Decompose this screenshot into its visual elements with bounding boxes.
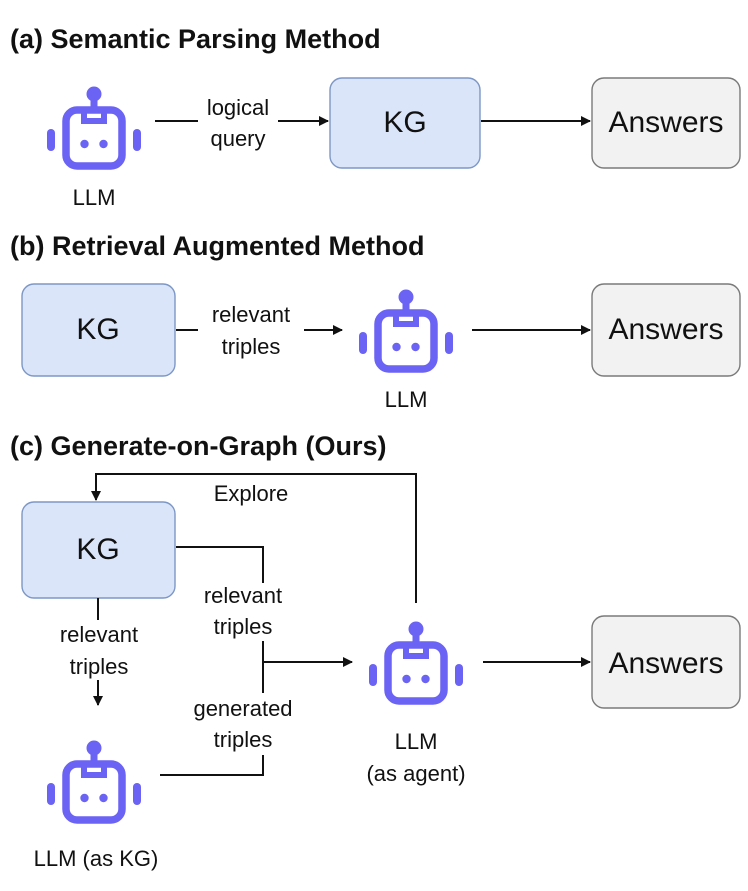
panel-b: (b) Retrieval Augmented Method KG releva…	[10, 231, 741, 412]
llm-agent-robot-icon	[369, 622, 463, 702]
kg-node: KG	[329, 77, 481, 169]
edge-label-bg	[190, 583, 296, 641]
answers-label: Answers	[608, 313, 723, 346]
kg-label: KG	[76, 313, 119, 346]
kg-node: KG	[21, 501, 176, 599]
edge-label-bg	[198, 95, 278, 151]
edge-label-bg	[180, 693, 304, 755]
logical-label: logical	[207, 95, 269, 120]
relevant-label: relevant	[60, 622, 138, 647]
answers-label: Answers	[608, 106, 723, 139]
answers-node: Answers	[591, 283, 741, 377]
answers-node: Answers	[591, 615, 741, 709]
explore-label: Explore	[214, 481, 289, 506]
triples-label: triples	[222, 334, 281, 359]
panel-a: (a) Semantic Parsing Method LLM logical …	[10, 24, 741, 210]
relevant-label: relevant	[212, 302, 290, 327]
panel-c-title: (c) Generate-on-Graph (Ours)	[10, 431, 387, 461]
panel-c: (c) Generate-on-Graph (Ours) Explore KG …	[10, 431, 741, 871]
kg-node: KG	[21, 283, 176, 377]
triples-label: triples	[214, 614, 273, 639]
agent-label: LLM	[395, 729, 438, 754]
generated-label: generated	[193, 696, 292, 721]
edge-label-bg	[198, 300, 304, 360]
kg-label: KG	[383, 106, 426, 139]
llm-kg-robot-icon	[47, 741, 141, 821]
llm-kg-label: LLM (as KG)	[34, 846, 159, 871]
panel-b-title: (b) Retrieval Augmented Method	[10, 231, 425, 261]
query-label: query	[210, 126, 265, 151]
answers-node: Answers	[591, 77, 741, 169]
llm-robot-icon	[47, 87, 141, 167]
explore-arrow	[91, 473, 417, 603]
llm-robot-icon	[359, 290, 453, 370]
llm-label: LLM	[73, 185, 116, 210]
agent-sub-label: (as agent)	[366, 761, 465, 786]
relevant-label: relevant	[204, 583, 282, 608]
answers-label: Answers	[608, 647, 723, 680]
triples-label: triples	[214, 727, 273, 752]
triples-label: triples	[70, 654, 129, 679]
llm-label: LLM	[385, 387, 428, 412]
panel-a-title: (a) Semantic Parsing Method	[10, 24, 381, 54]
kg-label: KG	[76, 533, 119, 566]
edge-label-bg	[46, 620, 152, 680]
